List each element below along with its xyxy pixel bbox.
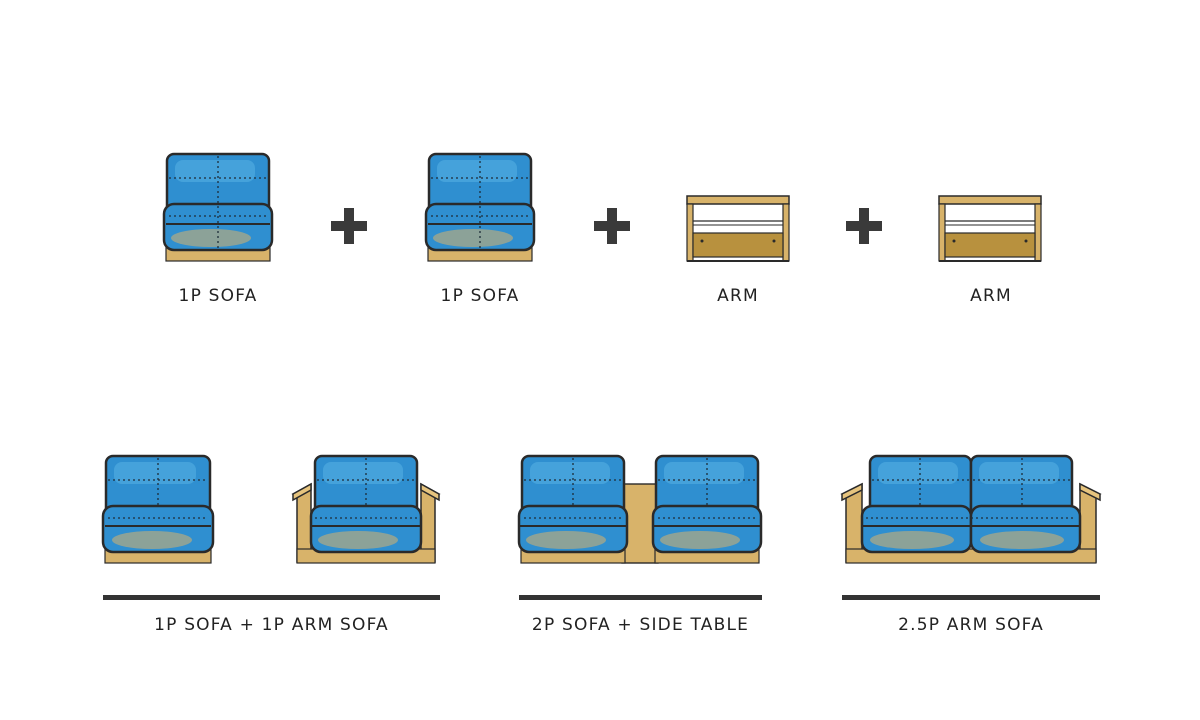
sofa-1p-illustration — [424, 152, 536, 262]
sofa-1p-top-2 — [424, 152, 536, 264]
item-label: ARM — [970, 286, 1012, 306]
item-label: 1P SOFA — [178, 286, 258, 306]
sofa-2p-with-side-table — [517, 454, 763, 566]
item-label: ARM — [717, 286, 759, 306]
sofa-2p-table-illustration — [517, 454, 763, 564]
sofa-1p-top-1 — [162, 152, 274, 264]
plus-icon — [846, 208, 882, 244]
arm-top-2 — [938, 195, 1042, 265]
arm-illustration — [686, 195, 790, 262]
arm-sofa-illustration — [291, 454, 441, 564]
arm-sofa-2-5p — [840, 454, 1102, 566]
group-underline — [842, 595, 1100, 600]
combination-label: 2P SOFA + SIDE TABLE — [531, 615, 750, 635]
sofa-1p-bottom — [101, 454, 215, 566]
sofa-1p-illustration — [162, 152, 274, 262]
combination-label: 2.5P ARM SOFA — [898, 615, 1044, 635]
arm-illustration — [938, 195, 1042, 262]
combination-label: 1P SOFA + 1P ARM SOFA — [154, 615, 389, 635]
sofa-1p-illustration — [101, 454, 215, 564]
group-underline — [519, 595, 762, 600]
plus-icon — [594, 208, 630, 244]
arm-top-1 — [686, 195, 790, 265]
group-underline — [103, 595, 440, 600]
arm-sofa-1p — [291, 454, 441, 566]
plus-icon — [331, 208, 367, 244]
item-label: 1P SOFA — [440, 286, 520, 306]
arm-sofa-25p-illustration — [840, 454, 1102, 564]
